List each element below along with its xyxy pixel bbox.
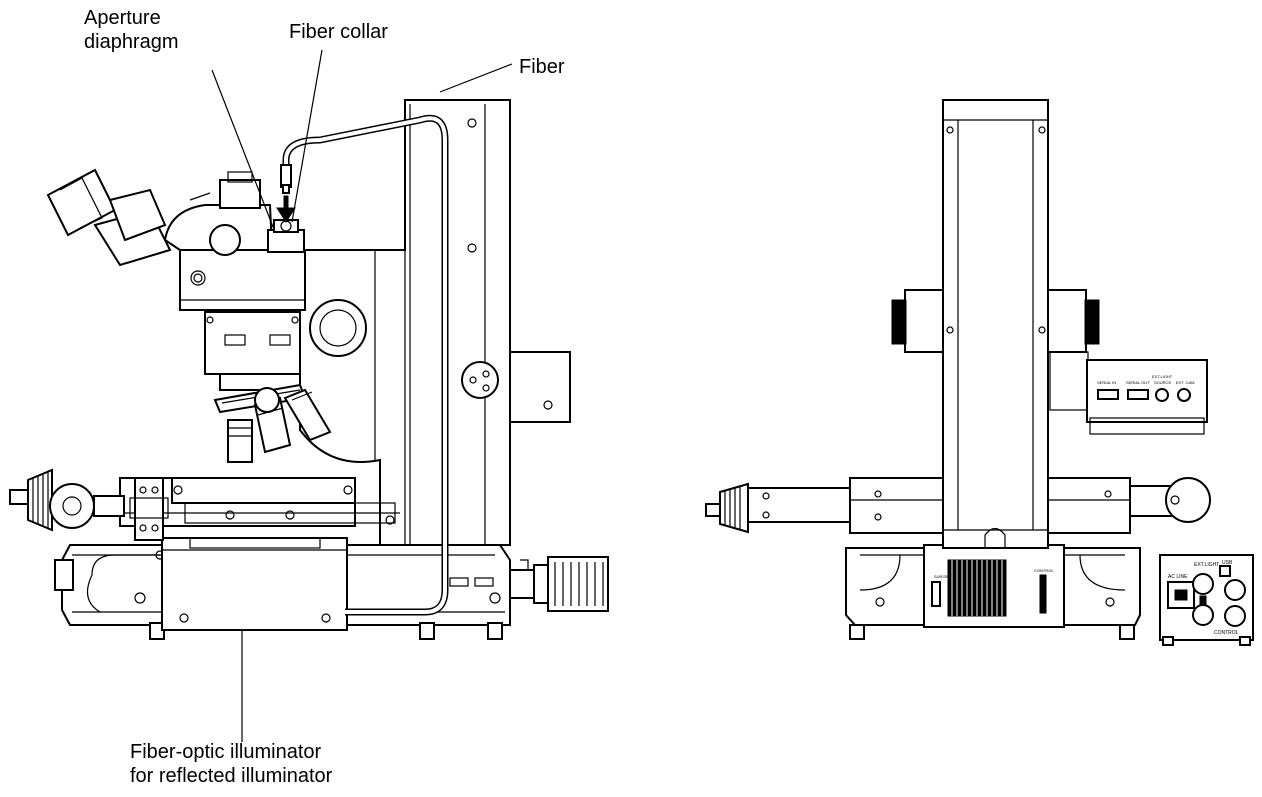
rear-connector-box: SERIAL IN SERIAL OUT EXT.LIGHT SOURCE EX… bbox=[1086, 359, 1208, 435]
control-label: CONTROL bbox=[1034, 568, 1054, 573]
illuminator-label-line-1: Fiber-optic illuminator bbox=[130, 741, 322, 763]
microscope-column bbox=[299, 99, 571, 546]
fiber-optic-illuminator bbox=[161, 537, 348, 631]
illuminator-label-line-2: for reflected illuminator bbox=[130, 765, 333, 787]
xy-stage bbox=[119, 477, 400, 541]
serial-out-label: SERIAL OUT bbox=[1126, 380, 1150, 385]
fiber-cable bbox=[280, 114, 449, 616]
power-control-label: CONTROL bbox=[1214, 630, 1239, 636]
ext-cam-label: EXT. CAM bbox=[1176, 380, 1194, 385]
ext-light-label: EXT.LIGHT bbox=[1152, 374, 1173, 379]
microscope-rear-view: SURGE CONTROL bbox=[705, 99, 1254, 646]
power-ext-light-label: EXT.LIGHT bbox=[1194, 562, 1219, 568]
serial-in-label: SERIAL IN bbox=[1097, 380, 1116, 385]
leader-lines bbox=[211, 49, 513, 742]
fiber-label: Fiber bbox=[519, 56, 565, 78]
microscope-side-view bbox=[9, 49, 609, 742]
focus-knob-right bbox=[509, 556, 609, 612]
knob-icon bbox=[9, 468, 125, 532]
usb-label: USB bbox=[1222, 560, 1233, 566]
ac-line-label: AC LINE bbox=[1168, 574, 1188, 580]
rear-column bbox=[891, 99, 1100, 549]
rear-base: SURGE CONTROL bbox=[845, 544, 1141, 640]
source-label: SOURCE bbox=[1154, 380, 1171, 385]
illuminator-label: Fiber-optic illuminator for reflected il… bbox=[130, 740, 332, 788]
insertion-arrow-icon bbox=[276, 195, 296, 223]
microscope-head bbox=[46, 168, 306, 391]
nosepiece-objectives bbox=[213, 383, 332, 463]
power-module: AC LINE EXT.LIGHT USB CONTROL bbox=[1159, 554, 1254, 646]
fiber-collar-label: Fiber collar bbox=[289, 21, 388, 43]
surge-label: SURGE bbox=[934, 574, 949, 579]
aperture-label-line-1: Aperture bbox=[84, 7, 161, 29]
aperture-diaphragm-label: Aperture diaphragm bbox=[84, 6, 179, 54]
aperture-label-line-2: diaphragm bbox=[84, 31, 179, 53]
